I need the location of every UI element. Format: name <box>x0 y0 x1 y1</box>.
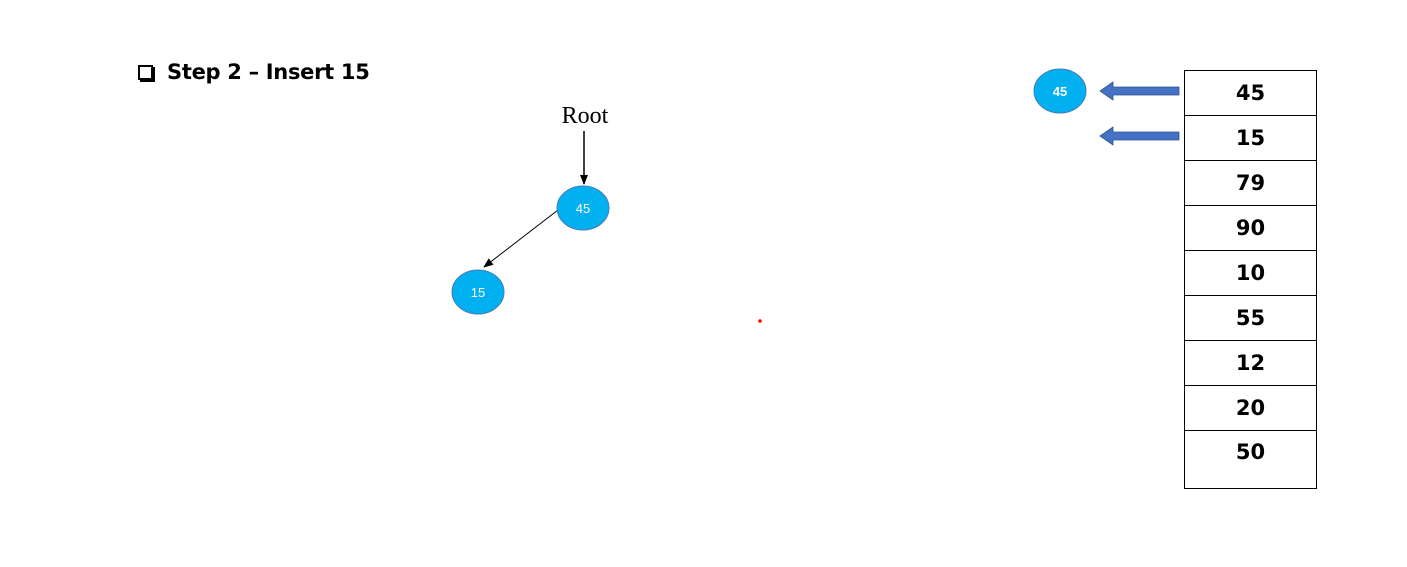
queue-node: 45 <box>1033 68 1087 114</box>
step-heading: Step 2 – Insert 15 <box>138 57 370 87</box>
array-cell: 45 <box>1185 71 1316 116</box>
marker-dot <box>758 319 762 323</box>
tree-node-root: 45 <box>556 185 610 231</box>
tree-node-root-label: 45 <box>576 201 590 216</box>
array-cell: 79 <box>1185 161 1316 206</box>
array-cell: 15 <box>1185 116 1316 161</box>
tree-node-left-child-label: 15 <box>471 285 485 300</box>
tree-node-left-child: 15 <box>451 269 505 315</box>
array-cell: 50 <box>1185 431 1316 489</box>
tree-edge-45-15 <box>483 209 559 268</box>
array-cell: 10 <box>1185 251 1316 296</box>
checkbox-icon <box>138 64 153 80</box>
root-label: Root <box>562 103 609 129</box>
pointer-arrow-left-1 <box>1099 81 1180 101</box>
array-cell: 12 <box>1185 341 1316 386</box>
queue-node-label: 45 <box>1053 84 1067 99</box>
array-cell: 55 <box>1185 296 1316 341</box>
input-array: 45 15 79 90 10 55 12 20 50 <box>1184 70 1317 489</box>
heading-text: Step 2 – Insert 15 <box>167 60 370 84</box>
pointer-arrow-left-2 <box>1099 126 1180 146</box>
array-cell: 20 <box>1185 386 1316 431</box>
array-cell: 90 <box>1185 206 1316 251</box>
